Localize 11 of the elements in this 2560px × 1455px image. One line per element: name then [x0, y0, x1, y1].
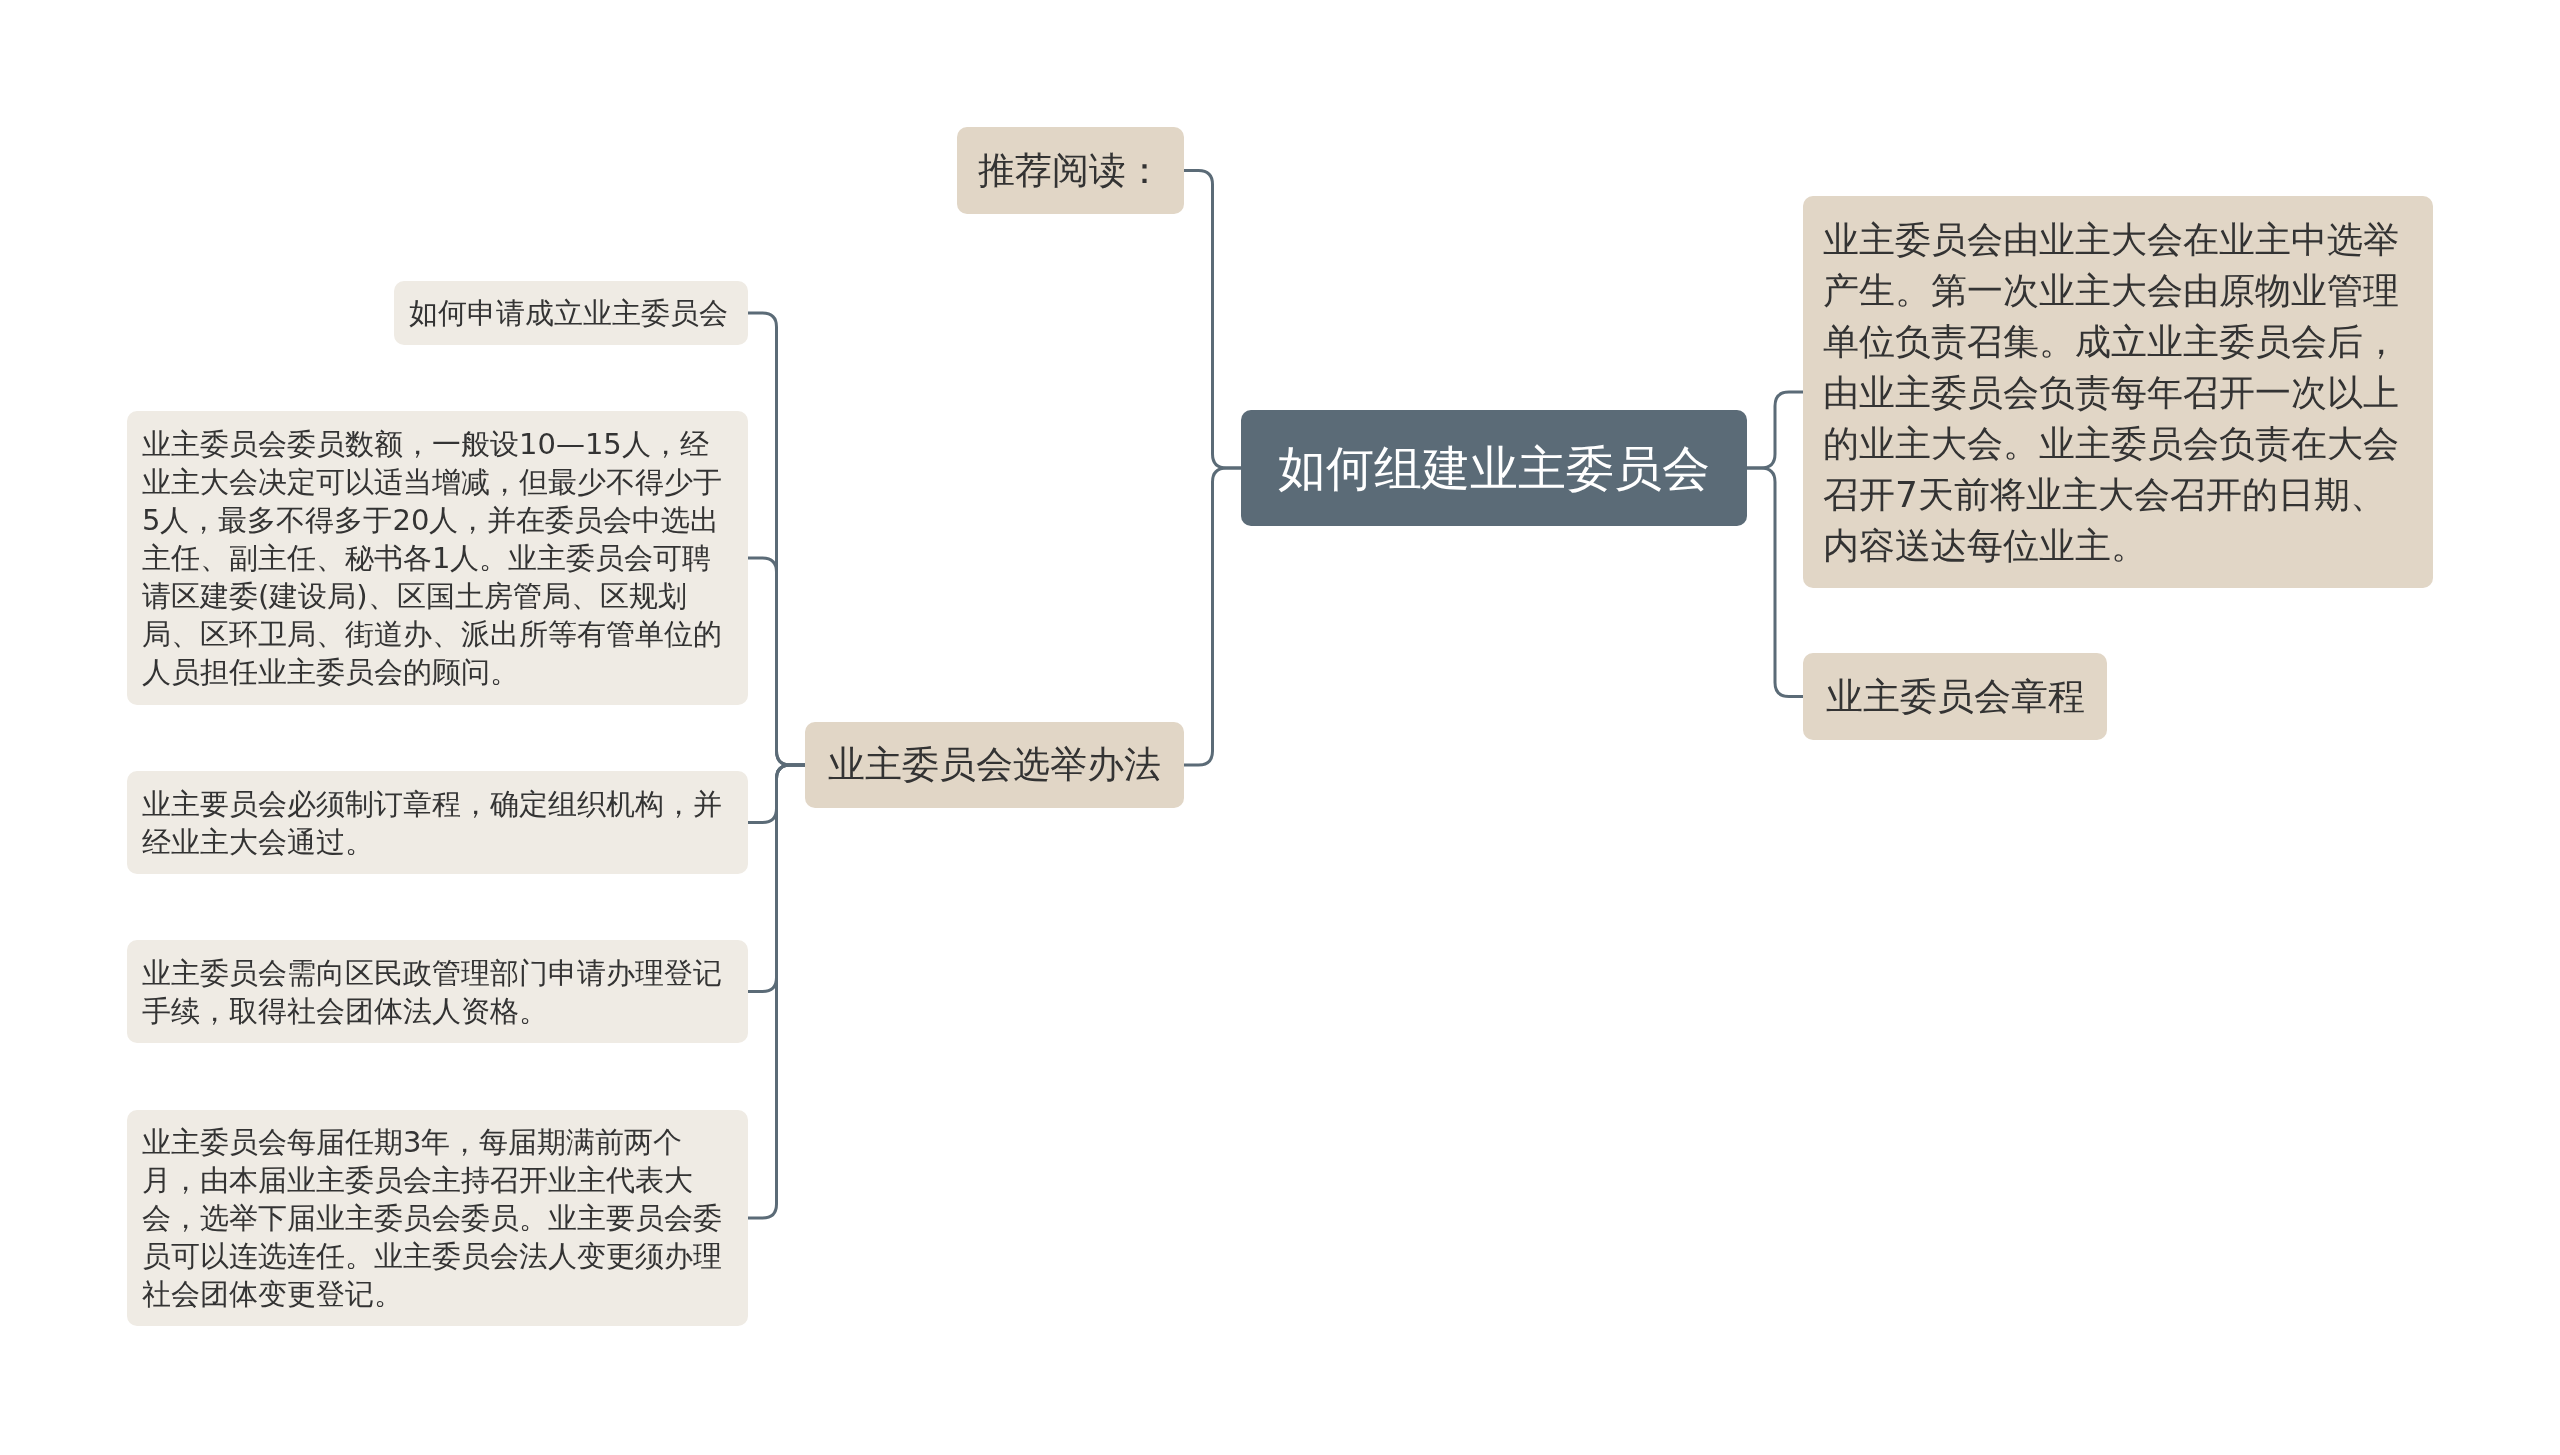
- central-topic-box: 如何组建业主委员会: [1241, 410, 1747, 526]
- topic-box: 业主委员会由业主大会在业主中选举产生。第一次业主大会由原物业管理单位负责召集。成立业主委员会后，由业主委员会负责每年召开一次以上的业主大会。业主委员会负责在大会召开7天前将业主大会召开的日期、内容送达每位业主。: [1803, 196, 2433, 588]
- topic-box: 业主委员会选举办法: [805, 722, 1184, 808]
- note-box: 业主委员会每届任期3年，每届期满前两个月，由本届业主委员会主持召开业主代表大会，选举下届业主委员会委员。业主要员会委员可以连选连任。业主委员会法人变更须办理社会团体变更登记。: [127, 1110, 748, 1326]
- connector-line: [748, 763, 805, 1220]
- note-box: 业主委员会需向区民政管理部门申请办理登记手续，取得社会团体法人资格。: [127, 940, 748, 1043]
- note-box: 业主要员会必须制订章程，确定组织机构，并经业主大会通过。: [127, 771, 748, 874]
- topic-box: 业主委员会章程: [1803, 653, 2107, 740]
- note-box: 业主委员会委员数额，一般设10—15人，经业主大会决定可以适当增减，但最少不得少于5人，最多不得多于20人，并在委员会中选出主任、副主任、秘书各1人。业主委员会可聘请区建委(建设局)、区国土房管局、区规划局、区环卫局、街道办、派出所等有管单位的人员担任业主委员会的顾问。: [127, 411, 748, 705]
- note-box: 如何申请成立业主委员会: [394, 281, 748, 345]
- topic-box: 推荐阅读：: [957, 127, 1184, 214]
